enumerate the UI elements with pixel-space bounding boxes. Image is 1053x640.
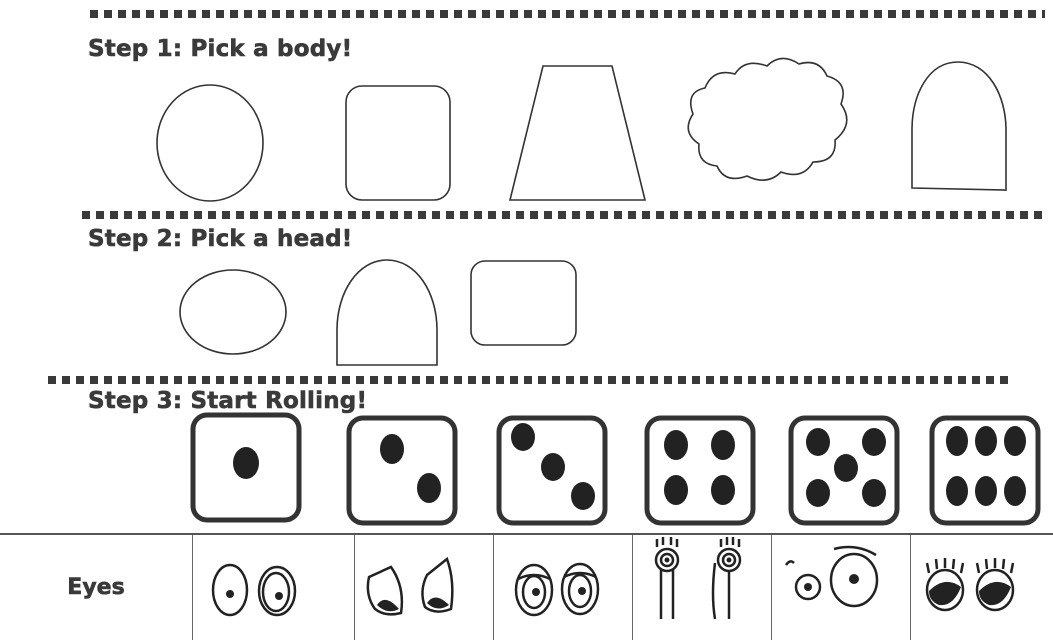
die-pip [975, 426, 997, 456]
die-4 [644, 415, 756, 526]
die-pip [975, 476, 997, 506]
die-pip [806, 428, 830, 456]
eyes-option-6[interactable] [911, 535, 1051, 640]
eyes-table-row: Eyes [0, 533, 1053, 640]
eyes-option-4[interactable] [633, 535, 772, 640]
eyes-option-1[interactable] [193, 535, 355, 640]
die-pip [541, 453, 565, 481]
lashed-eyes-icon [925, 558, 1015, 612]
die-pip [711, 430, 735, 460]
separator-step3 [48, 376, 1008, 384]
die-1 [190, 412, 302, 523]
body-arch[interactable] [911, 61, 1007, 191]
head-rounded-square[interactable] [470, 260, 577, 346]
separator-top [90, 10, 1045, 18]
body-oval[interactable] [156, 84, 264, 202]
die-pip [1004, 476, 1026, 506]
die-pip [711, 475, 735, 505]
step1-title: Step 1: Pick a body! [88, 36, 353, 63]
die-pip [571, 482, 595, 510]
die-pip [380, 434, 404, 464]
eyes-option-3[interactable] [494, 535, 633, 640]
die-pip [664, 475, 688, 505]
die-pip [946, 426, 968, 456]
die-5 [788, 415, 900, 526]
die-pip [511, 423, 535, 451]
step3-title: Step 3: Start Rolling! [88, 388, 368, 415]
die-pip [1004, 426, 1026, 456]
die-3 [496, 415, 608, 526]
body-cloud[interactable] [687, 57, 848, 181]
die-2 [346, 415, 458, 526]
eyes-option-5[interactable] [772, 535, 911, 640]
die-pip [862, 479, 886, 507]
head-arch[interactable] [336, 259, 438, 366]
separator-step2 [82, 211, 1047, 219]
die-pip [664, 430, 688, 460]
stalk-eyes-icon [654, 537, 742, 620]
die-pip [806, 479, 830, 507]
die-pip [862, 428, 886, 456]
head-oval[interactable] [179, 269, 287, 355]
eyes-option-2[interactable] [355, 535, 494, 640]
die-pip [946, 476, 968, 506]
round-eyes-icon [211, 563, 297, 617]
die-pip [417, 473, 441, 503]
pointed-eyes-icon [366, 556, 454, 616]
die-6 [929, 415, 1041, 526]
shapes-canvas [156, 57, 1041, 526]
step2-title: Step 2: Pick a head! [88, 226, 353, 253]
eyes-row-label: Eyes [0, 535, 193, 640]
mismatched-eyes-icon [784, 545, 879, 608]
die-pip [233, 447, 259, 479]
die-pip [834, 454, 858, 482]
body-trapezoid[interactable] [508, 65, 647, 201]
body-rounded-square[interactable] [345, 85, 451, 201]
sleepy-eyes-icon [514, 562, 600, 617]
